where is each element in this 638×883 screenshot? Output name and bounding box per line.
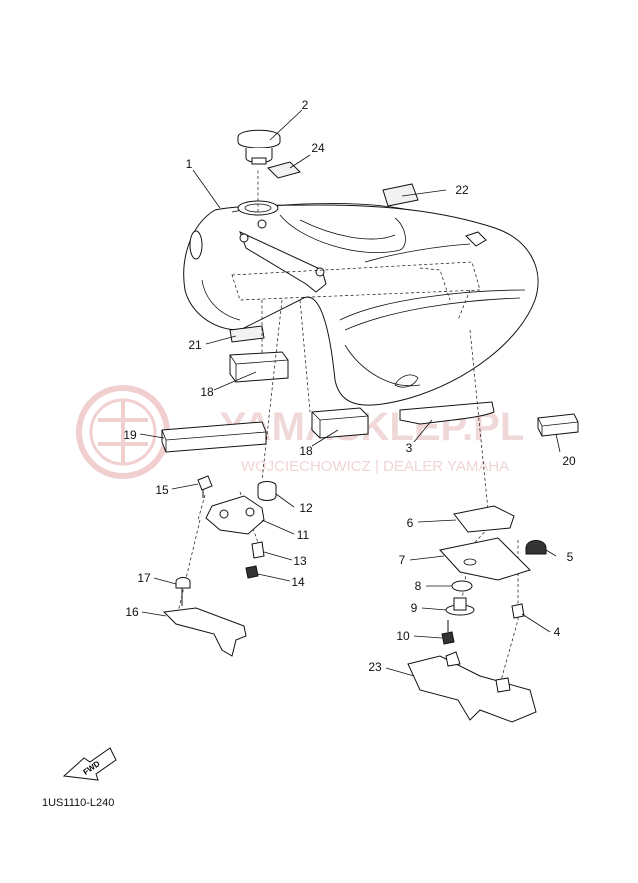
callout-9: 9 [411,601,418,615]
callout-13: 13 [293,554,307,568]
nut-5 [525,540,547,555]
callout-15: 15 [155,483,169,497]
callout-17: 17 [137,571,151,585]
callout-14: 14 [291,575,305,589]
callout-8: 8 [415,579,422,593]
callout-11: 11 [297,528,310,542]
right-bracket-assembly [407,505,547,723]
screw-17 [175,577,191,589]
callout-16: 16 [125,605,139,619]
callout-10: 10 [396,629,410,643]
caution-label [267,161,301,179]
leader-lines [139,109,561,677]
bracket-23 [407,655,537,723]
pad-3 [399,401,495,425]
callout-24: 24 [311,141,325,155]
callouts: 2 24 1 22 21 18 19 18 3 20 15 12 11 13 1… [123,98,576,674]
callout-20: 20 [562,454,576,468]
callout-18-center: 18 [299,444,313,458]
callout-18-left: 18 [200,385,214,399]
callout-5: 5 [567,550,574,564]
watermark: YAMASKLEP.PL WOJCIECHOWICZ | DEALER YAMA… [76,385,524,479]
callout-21: 21 [188,338,202,352]
bolt-4 [511,603,525,619]
emblem-decal [382,183,419,207]
damper-18-center [311,407,369,439]
collar-13 [251,541,265,559]
fwd-arrow-icon: FWD [62,747,117,781]
bolt-14 [245,565,259,579]
washer-8 [451,580,473,592]
grommet-12 [257,481,277,501]
diagram-code: 1US1110-L240 [42,797,114,809]
callout-12: 12 [299,501,313,515]
callout-2: 2 [302,98,309,112]
fuel-cap [237,129,281,165]
bolt-15 [197,475,213,491]
bolt-10 [441,631,455,645]
callout-7: 7 [399,553,406,567]
damper-18-left [229,351,289,383]
stay-16 [162,607,247,657]
callout-6: 6 [407,516,414,530]
callout-3: 3 [406,441,413,455]
bracket-11 [205,495,265,535]
callout-19: 19 [123,428,137,442]
callout-23: 23 [368,660,382,674]
pad-21 [229,325,265,343]
callout-4: 4 [554,625,561,639]
watermark-subtitle: WOJCIECHOWICZ | DEALER YAMAHA [241,458,509,475]
callout-22: 22 [455,183,469,197]
callout-1: 1 [186,157,193,171]
damper-20 [537,413,579,437]
fuel-tank [183,200,539,406]
left-bracket-assembly [162,475,277,657]
bracket-7 [439,537,531,581]
damper-6 [453,505,515,533]
